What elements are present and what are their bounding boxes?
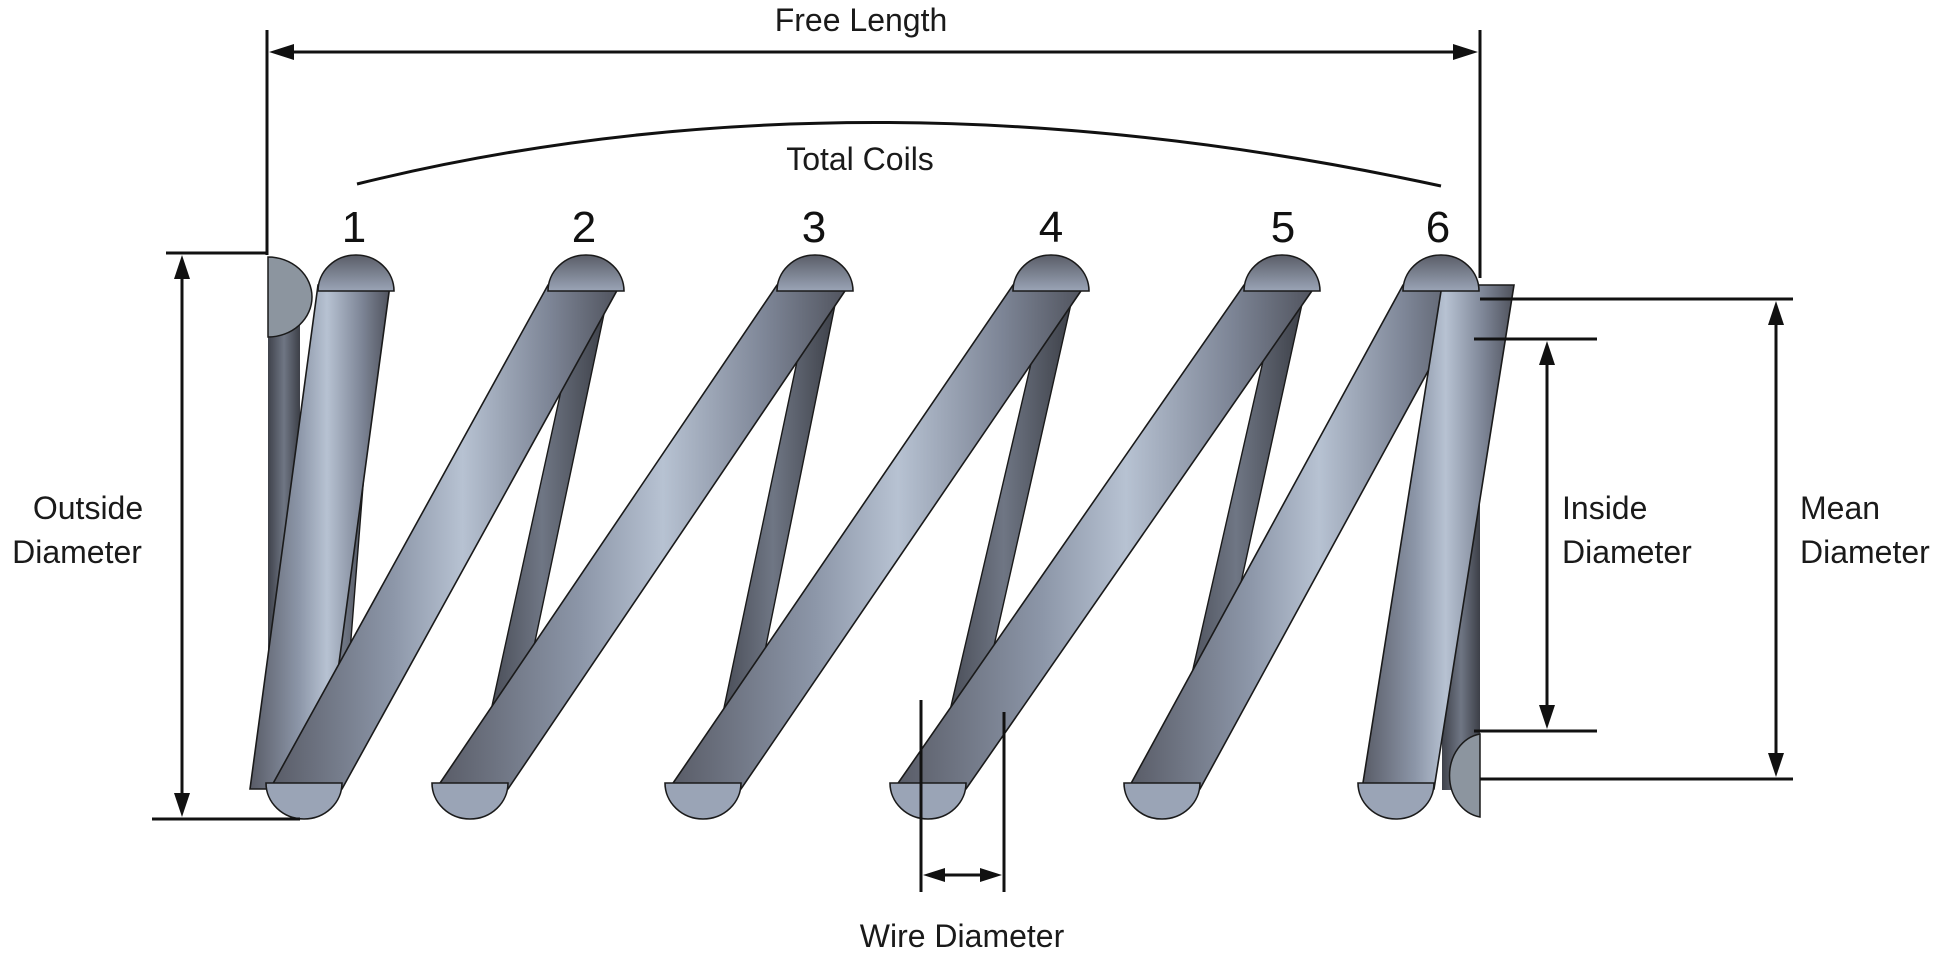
wire-diameter-dimension	[919, 700, 1006, 892]
coil-front-segment	[892, 284, 1318, 790]
coil-number: 5	[1271, 203, 1295, 252]
coil-top-cap	[317, 254, 395, 292]
coil-top-cap	[1012, 254, 1090, 292]
mean-diameter-dimension	[1480, 297, 1793, 781]
left-end-cut	[267, 256, 313, 338]
coil-top-cap	[1243, 254, 1321, 292]
coil-number: 1	[342, 203, 366, 252]
inside-diameter-label-line1: Inside	[1562, 490, 1647, 526]
mean-diameter-label-line2: Diameter	[1800, 534, 1930, 570]
coil-bottom-cap	[1357, 782, 1435, 820]
outside-diameter-label-line1: Outside	[33, 490, 143, 526]
mean-diameter-label-line1: Mean	[1800, 490, 1880, 526]
spring-illustration	[249, 254, 1515, 820]
coil-number: 4	[1039, 203, 1063, 252]
coil-number: 6	[1426, 203, 1450, 252]
right-end-cut	[1448, 733, 1481, 818]
coil-top-cap	[547, 254, 625, 292]
free-length-label: Free Length	[775, 2, 948, 38]
coil-bottom-cap	[1123, 782, 1201, 820]
coil-bottom-cap	[431, 782, 509, 820]
coil-number: 3	[802, 203, 826, 252]
inside-diameter-dimension	[1474, 337, 1597, 733]
total-coils-label: Total Coils	[786, 141, 934, 177]
wire-diameter-label: Wire Diameter	[860, 918, 1065, 954]
inside-diameter-label-line2: Diameter	[1562, 534, 1692, 570]
coil-numbers: 1 2 3 4 5 6	[342, 203, 1450, 252]
coil-bottom-cap	[889, 782, 967, 820]
total-coils-arc	[356, 121, 1442, 188]
coil-top-cap	[776, 254, 854, 292]
coil-bottom-cap	[265, 782, 343, 820]
coil-top-cap	[1402, 254, 1480, 292]
free-length-dimension	[265, 30, 1482, 278]
coil-bottom-cap	[664, 782, 742, 820]
coil-number: 2	[572, 203, 596, 252]
outside-diameter-dimension	[152, 251, 300, 821]
outside-diameter-label-line2: Diameter	[12, 534, 142, 570]
